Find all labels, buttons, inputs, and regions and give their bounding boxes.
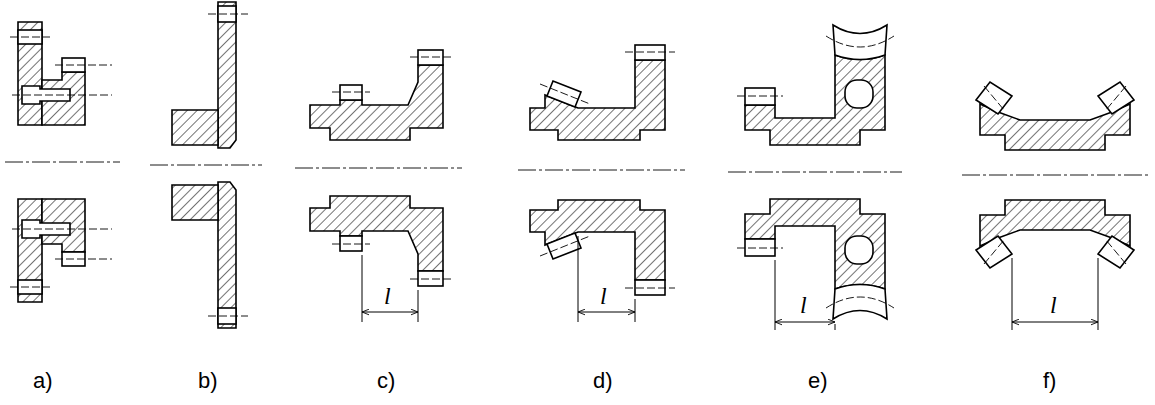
drawing-line: [1012, 258, 1013, 330]
drawing-line: [362, 312, 418, 313]
figure-caption: e): [808, 370, 828, 392]
drawing-line: [418, 290, 419, 322]
figure-caption: c): [377, 370, 395, 392]
part-section: [737, 25, 894, 145]
part-section: [172, 2, 248, 148]
figure-d: [518, 45, 685, 322]
drawing-line: [295, 168, 462, 169]
figure-b: [150, 2, 262, 328]
figure-caption: a): [33, 370, 53, 392]
drawing-line: [5, 162, 120, 163]
figure-caption: d): [593, 370, 613, 392]
part-section: [737, 199, 894, 319]
part-section: [976, 82, 1134, 150]
figure-a: [5, 22, 120, 302]
dimension-label: l: [800, 293, 807, 317]
drawing-line: [962, 175, 1148, 176]
part-section: [976, 200, 1134, 268]
drawing-line: [578, 312, 635, 313]
drawing-line: [518, 170, 685, 171]
part-section: [530, 200, 675, 295]
figure-caption: b): [198, 370, 218, 392]
part-section: [310, 50, 452, 140]
drawing-line: [775, 322, 835, 323]
dimension-label: l: [1050, 293, 1057, 317]
drawing-line: [1012, 322, 1098, 323]
figure-c: [295, 50, 462, 322]
dimension-label: l: [384, 284, 391, 308]
drawing-line: [728, 172, 902, 173]
dimension-label: l: [600, 284, 607, 308]
part-section: [10, 22, 112, 125]
drawing-line: [150, 165, 262, 166]
drawing-line: [635, 299, 636, 322]
drawing-line: [775, 260, 776, 330]
drawing-line: [835, 324, 836, 330]
part-section: [530, 45, 675, 140]
figure-caption: f): [1043, 370, 1056, 392]
figure-f: [962, 82, 1148, 330]
part-section: [10, 199, 112, 302]
part-section: [172, 182, 248, 328]
drawing-line: [1098, 258, 1099, 330]
figure-e: [728, 25, 902, 330]
drawing-line: [578, 236, 579, 322]
part-section: [310, 196, 452, 286]
